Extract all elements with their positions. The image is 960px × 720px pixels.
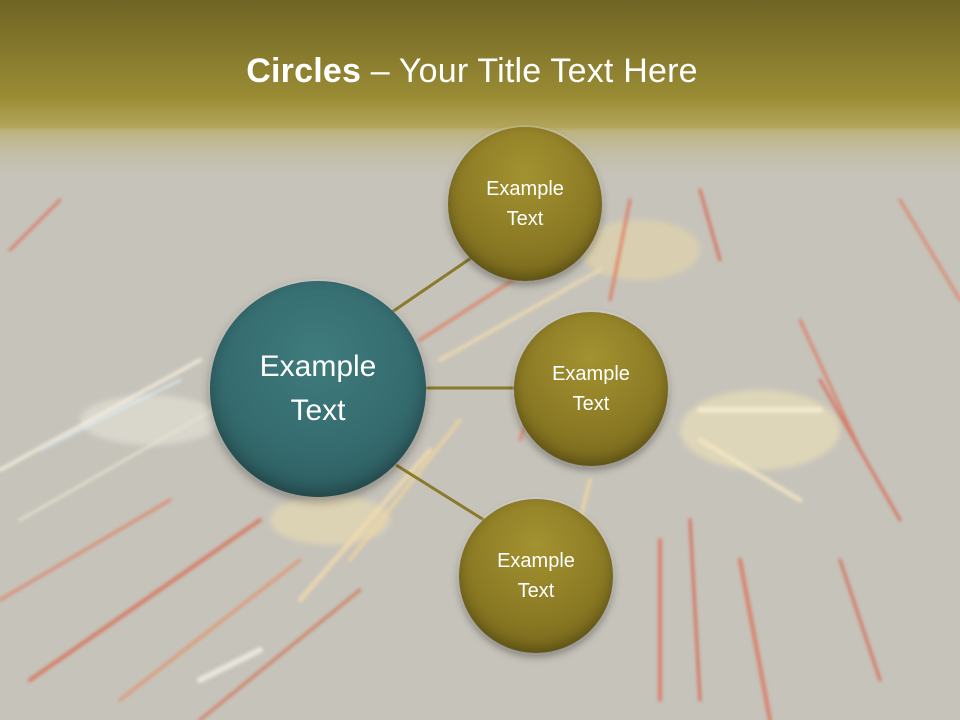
satellite-2-label-line-1: Example (552, 363, 630, 385)
satellite-circle-1[interactable]: Example Text (448, 127, 602, 281)
slide-title-rest: – Your Title Text Here (361, 52, 698, 90)
connector-to-satellite-1 (391, 254, 475, 314)
slide-title: Circles – Your Title Text Here (0, 52, 944, 91)
satellite-circle-3[interactable]: Example Text (459, 499, 613, 653)
satellite-1-label-line-2: Text (506, 208, 544, 230)
center-circle-label: Example Text (260, 345, 377, 433)
slide-title-bold: Circles (246, 52, 362, 90)
satellite-3-label: Example Text (497, 546, 575, 606)
connector-to-satellite-3 (395, 463, 485, 522)
satellite-3-label-line-2: Text (517, 580, 555, 602)
satellite-2-label-line-2: Text (572, 393, 610, 415)
center-circle[interactable]: Example Text (210, 281, 426, 497)
center-label-line-1: Example (259, 350, 377, 383)
satellite-2-label: Example Text (552, 359, 630, 419)
satellite-1-label-line-1: Example (486, 178, 564, 200)
center-label-line-2: Text (290, 394, 346, 427)
satellite-1-label: Example Text (486, 174, 564, 234)
satellite-circle-2[interactable]: Example Text (514, 312, 668, 466)
satellite-3-label-line-1: Example (497, 550, 575, 572)
